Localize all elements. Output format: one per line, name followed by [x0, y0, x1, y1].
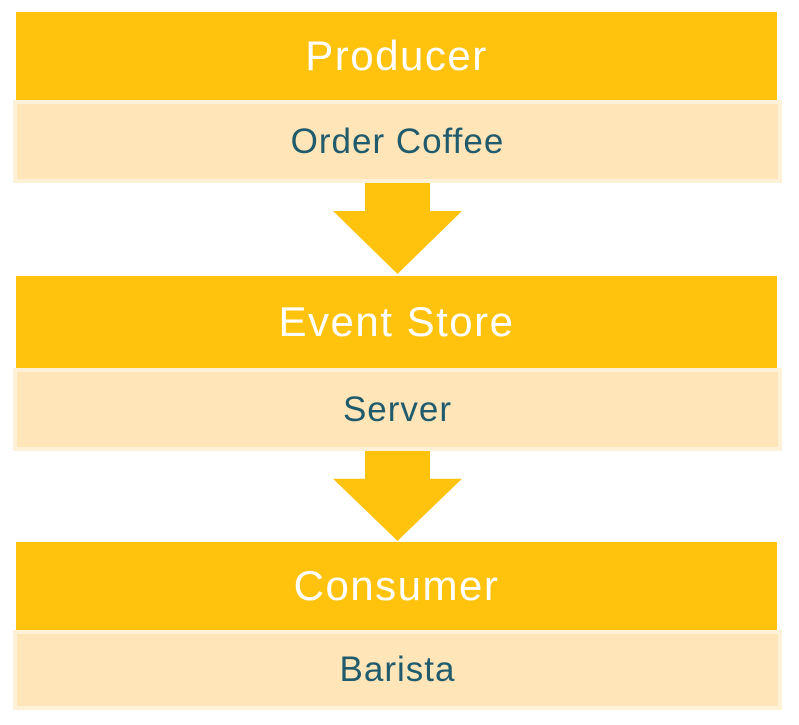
- event-store-sublabel: Server: [13, 368, 782, 451]
- producer-sublabel: Order Coffee: [13, 100, 782, 183]
- consumer-sublabel: Barista: [13, 630, 782, 710]
- producer-header: Producer: [16, 12, 777, 100]
- down-arrow-icon: [333, 451, 462, 541]
- event-store-header: Event Store: [16, 276, 777, 368]
- down-arrow-icon: [333, 183, 462, 274]
- consumer-header: Consumer: [16, 542, 777, 630]
